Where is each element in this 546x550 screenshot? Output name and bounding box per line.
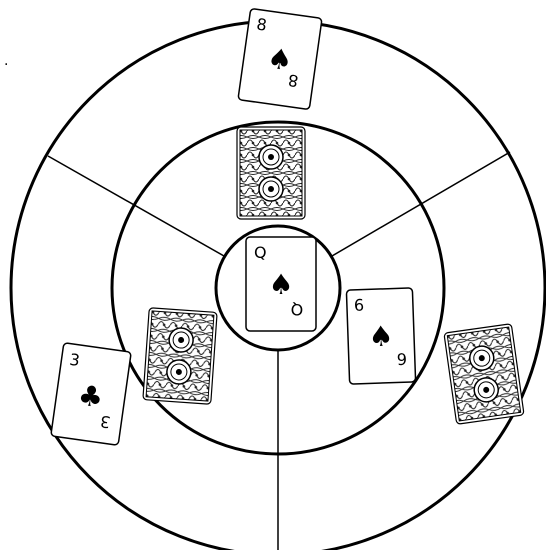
divider-left <box>48 156 224 256</box>
card-queen-spades[interactable]: Q ♠ Q <box>246 237 316 331</box>
spade-icon: ♠ <box>268 268 293 301</box>
card-3-clubs[interactable]: 3 ♣ 3 <box>51 343 131 446</box>
card-rank: Q <box>254 243 267 262</box>
card-8-spades[interactable]: 8 ♠ 8 <box>238 8 322 109</box>
card-back-right[interactable] <box>444 324 524 425</box>
card-back-left[interactable] <box>143 308 217 405</box>
card-6-spades[interactable]: 6 ♠ 6 <box>346 288 415 384</box>
club-icon: ♣ <box>76 378 105 414</box>
card-rank: 6 <box>354 296 365 315</box>
spade-icon: ♠ <box>368 320 394 354</box>
stray-dot: . <box>4 56 8 66</box>
card-back-top[interactable] <box>237 127 305 219</box>
divider-right <box>332 152 510 256</box>
card-rank-inverted: Q <box>291 300 304 319</box>
card-rank-inverted: 6 <box>396 349 407 368</box>
